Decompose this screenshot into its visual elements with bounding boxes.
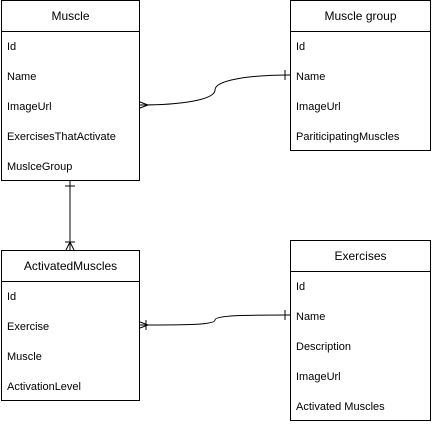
entity-exercises[interactable]: Exercises Id Name Description ImageUrl A… xyxy=(290,240,431,421)
field-exercise: Exercise xyxy=(7,321,50,333)
crows-foot-many-end xyxy=(139,101,150,109)
field-id: Id xyxy=(7,291,17,303)
field-muscle: Muscle xyxy=(7,351,42,363)
field-description: Description xyxy=(296,341,352,353)
connector-activated-to-exercises xyxy=(139,310,291,330)
entity-title: Muscle xyxy=(2,1,139,32)
crows-foot-many-end xyxy=(139,321,150,329)
connector-muscle-to-group xyxy=(139,70,291,109)
crows-foot-many-end xyxy=(65,240,75,251)
entity-muscle-group[interactable]: Muscle group Id Name ImageUrl Pariticipa… xyxy=(290,0,431,151)
field-imageurl: ImageUrl xyxy=(296,101,341,113)
field-muscle-group: MuslceGroup xyxy=(7,161,73,173)
field-name: Name xyxy=(296,71,326,83)
field-id: Id xyxy=(296,281,306,293)
field-activation-level: ActivationLevel xyxy=(7,381,81,393)
field-id: Id xyxy=(7,41,17,53)
field-name: Name xyxy=(296,311,326,323)
field-name: Name xyxy=(7,71,37,83)
connector-muscle-to-activated xyxy=(65,181,75,251)
entity-title: Exercises xyxy=(291,241,430,272)
field-id: Id xyxy=(296,41,306,53)
field-imageurl: ImageUrl xyxy=(296,371,341,383)
field-activated-muscles: Activated Muscles xyxy=(296,401,385,413)
entity-muscle[interactable]: Muscle Id Name ImageUrl ExercisesThatAct… xyxy=(1,0,140,181)
entity-title: Muscle group xyxy=(291,1,430,32)
field-exercises-that-activate: ExercisesThatActivate xyxy=(7,131,116,143)
entity-activated-muscles[interactable]: ActivatedMuscles Id Exercise Muscle Acti… xyxy=(1,250,140,401)
entity-title: ActivatedMuscles xyxy=(2,251,139,282)
field-participating-muscles: PariticipatingMuscles xyxy=(296,131,400,143)
field-imageurl: ImageUrl xyxy=(7,101,52,113)
